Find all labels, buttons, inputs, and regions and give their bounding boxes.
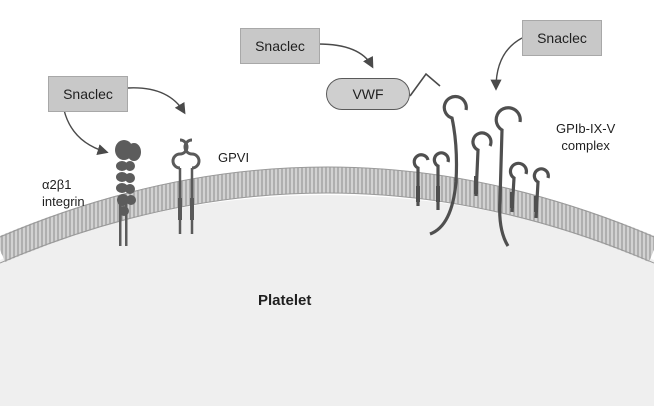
gpib-label: GPIb-IX-V complex	[556, 120, 615, 154]
arrow-snaclec-gpvi	[127, 87, 186, 115]
vwf-link-chevron	[409, 72, 441, 97]
gpvi-label: GPVI	[218, 150, 250, 165]
gpvi-receptor	[171, 138, 201, 234]
cell-membrane	[0, 167, 654, 262]
arrow-snaclec-gpib	[490, 37, 523, 91]
platelet-cell	[0, 195, 654, 406]
gpib-label-line1: GPIb-IX-V	[556, 121, 616, 136]
gpib-label-line2: complex	[561, 138, 610, 153]
snaclec-box-gpib: Snaclec	[522, 20, 602, 56]
vwf-label: VWF	[352, 86, 384, 102]
snaclec-label: Snaclec	[537, 30, 587, 46]
snaclec-label: Snaclec	[255, 38, 305, 54]
integrin-label-line1: α2β1	[42, 177, 72, 192]
platelet-label: Platelet	[258, 292, 312, 309]
snaclec-label: Snaclec	[63, 86, 113, 102]
snaclec-box-integrin: Snaclec	[48, 76, 128, 112]
snaclec-box-vwf: Snaclec	[240, 28, 320, 64]
gpib-complex	[412, 94, 550, 247]
vwf-node: VWF	[326, 78, 410, 110]
arrow-snaclec-integrin	[63, 109, 109, 155]
integrin-receptor	[115, 140, 141, 246]
integrin-label: α2β1 integrin	[42, 176, 85, 210]
arrow-snaclec-vwf	[317, 43, 374, 69]
integrin-label-line2: integrin	[42, 194, 85, 209]
